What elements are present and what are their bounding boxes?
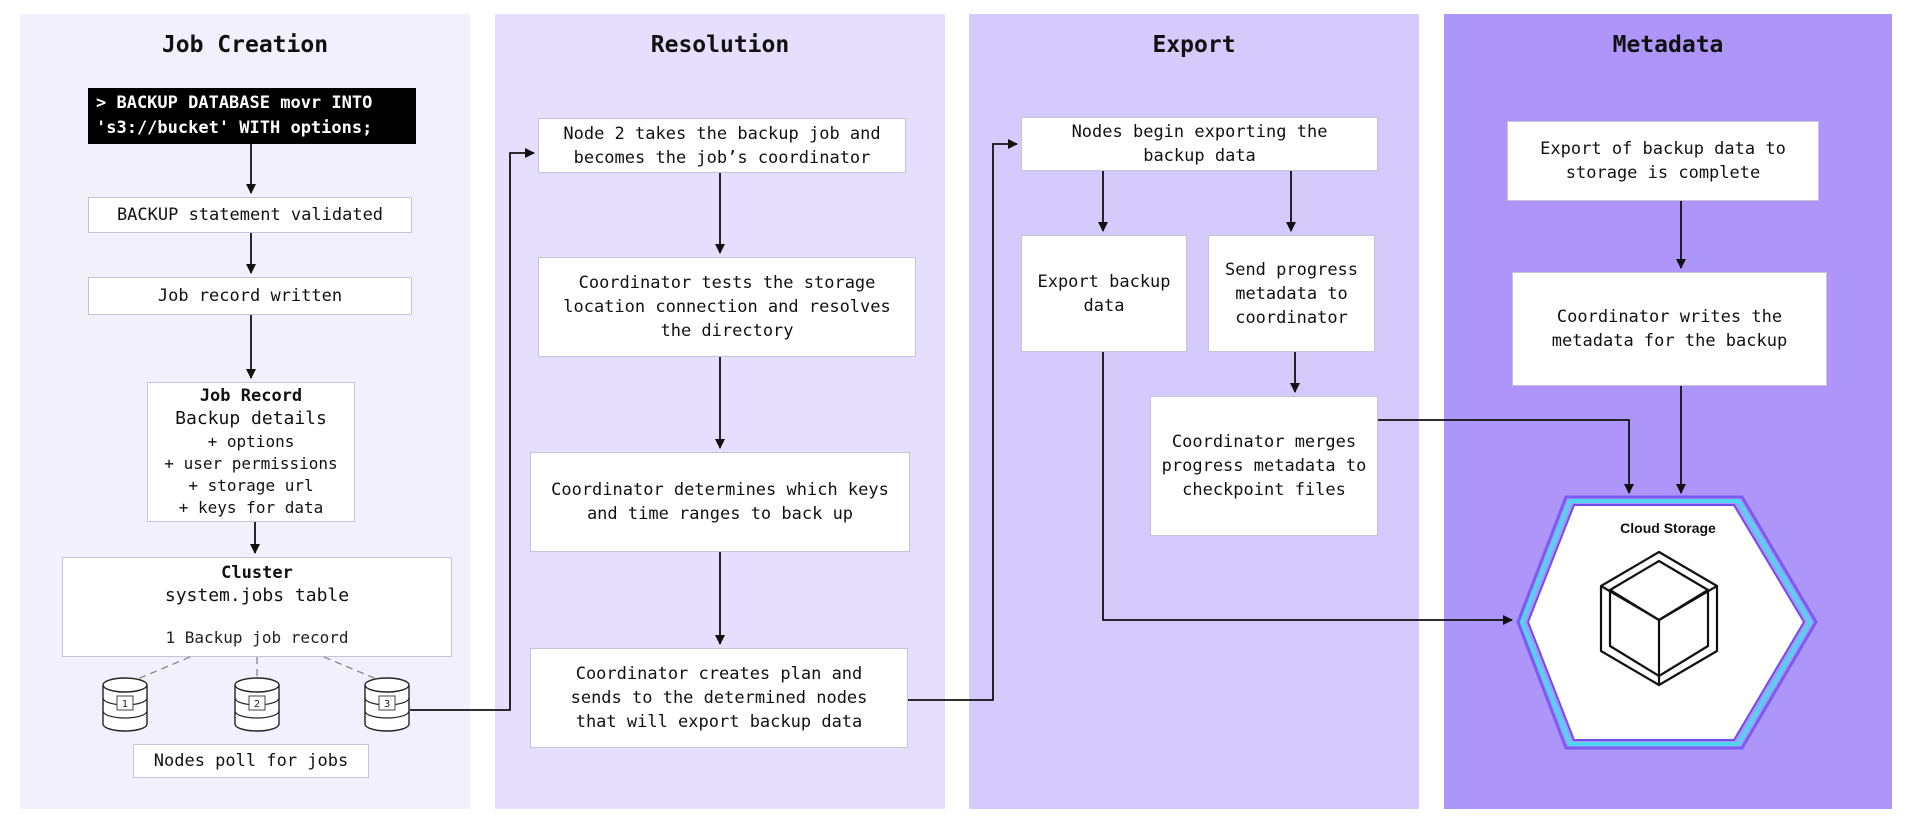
node-label: 2 bbox=[254, 699, 260, 710]
arrow-plan-to-export bbox=[908, 139, 1018, 701]
coordinator-writes-text: Coordinator writes the metadata for the … bbox=[1551, 307, 1788, 351]
validated-text: BACKUP statement validated bbox=[116, 205, 384, 225]
job-record-item: + storage url bbox=[188, 476, 314, 495]
cluster-title: Cluster bbox=[221, 563, 293, 583]
arrow-export-data-to-storage bbox=[1102, 352, 1513, 625]
job-record-item: + user permissions bbox=[164, 454, 338, 473]
database-node-icon: 2 bbox=[232, 676, 282, 734]
cloud-storage-label: Cloud Storage bbox=[1620, 520, 1716, 536]
nodes-poll-text: Nodes poll for jobs bbox=[153, 751, 349, 771]
arrow-node3-to-coordinator bbox=[410, 148, 535, 711]
resolution-step-4-text: Coordinator creates plan and sends to th… bbox=[570, 664, 868, 732]
merge-box: Coordinator merges progress metadata to … bbox=[1150, 396, 1378, 536]
cluster-box: Cluster system.jobs table 1 Backup job r… bbox=[62, 557, 452, 657]
lane-title-resolution: Resolution bbox=[650, 32, 790, 58]
lane-title-job-creation: Job Creation bbox=[161, 32, 329, 58]
export-complete-text: Export of backup data to storage is comp… bbox=[1540, 139, 1786, 183]
job-record-subtitle: Backup details bbox=[175, 408, 327, 429]
resolution-step-4: Coordinator creates plan and sends to th… bbox=[530, 648, 908, 748]
merge-text: Coordinator merges progress metadata to … bbox=[1161, 432, 1367, 500]
cube-icon bbox=[1599, 550, 1719, 687]
resolution-step-2: Coordinator tests the storage location c… bbox=[538, 257, 916, 357]
record-written-text: Job record written bbox=[157, 286, 343, 306]
coordinator-writes-box: Coordinator writes the metadata for the … bbox=[1512, 272, 1827, 386]
resolution-step-3: Coordinator determines which keys and ti… bbox=[530, 452, 910, 552]
database-node-icon: 3 bbox=[362, 676, 412, 734]
database-node-icon: 1 bbox=[100, 676, 150, 734]
nodes-poll-box: Nodes poll for jobs bbox=[133, 744, 369, 778]
job-record-item: + keys for data bbox=[178, 498, 324, 517]
job-record-title: Job Record bbox=[199, 386, 303, 406]
export-begin-text: Nodes begin exporting the backup data bbox=[1071, 122, 1328, 166]
lane-title-export: Export bbox=[1152, 32, 1236, 58]
resolution-step-1-text: Node 2 takes the backup job and becomes … bbox=[563, 123, 881, 168]
export-begin-box: Nodes begin exporting the backup data bbox=[1021, 117, 1378, 171]
record-written-box: Job record written bbox=[88, 277, 412, 315]
arrow-merge-to-storage bbox=[1378, 419, 1634, 494]
resolution-step-3-text: Coordinator determines which keys and ti… bbox=[551, 480, 889, 524]
cloud-storage-hexagon bbox=[1516, 495, 1818, 750]
export-data-box: Export backup data bbox=[1021, 235, 1187, 352]
job-record-item: + options bbox=[207, 432, 295, 451]
job-record-box: Job Record Backup details + options + us… bbox=[147, 382, 355, 522]
cluster-table: system.jobs table bbox=[164, 585, 350, 606]
backup-command: > BACKUP DATABASE movr INTO 's3://bucket… bbox=[88, 88, 416, 144]
lane-title-metadata: Metadata bbox=[1612, 32, 1724, 58]
send-progress-box: Send progress metadata to coordinator bbox=[1208, 235, 1375, 352]
send-progress-text: Send progress metadata to coordinator bbox=[1224, 259, 1359, 328]
resolution-step-1: Node 2 takes the backup job and becomes … bbox=[538, 118, 906, 173]
node-label: 3 bbox=[384, 699, 390, 710]
export-complete-box: Export of backup data to storage is comp… bbox=[1507, 121, 1819, 201]
cluster-record: 1 Backup job record bbox=[165, 628, 349, 647]
node-label: 1 bbox=[122, 699, 128, 710]
export-data-text: Export backup data bbox=[1037, 271, 1171, 316]
resolution-step-2-text: Coordinator tests the storage location c… bbox=[563, 273, 891, 341]
validated-box: BACKUP statement validated bbox=[88, 197, 412, 233]
